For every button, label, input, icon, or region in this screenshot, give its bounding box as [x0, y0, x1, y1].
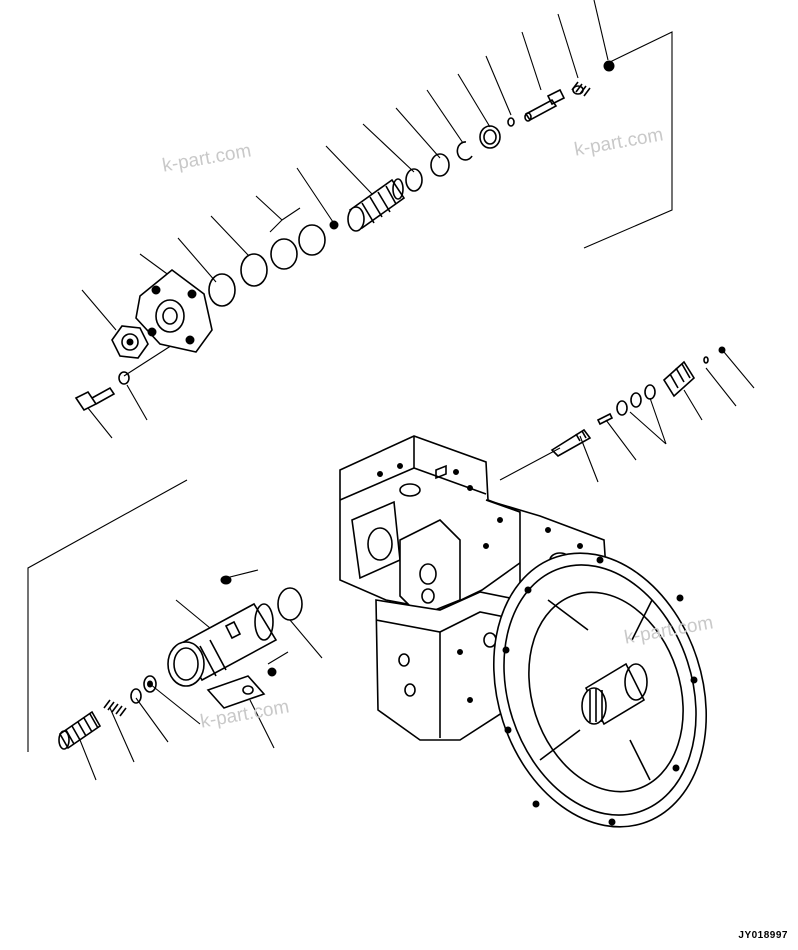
o-ring-medium-part [405, 168, 423, 192]
stopper-plate-part [206, 675, 266, 709]
hex-bolt-part [74, 386, 116, 412]
small-spring-part [571, 81, 591, 97]
plug-part [603, 60, 615, 72]
lower-left-parts [58, 569, 323, 781]
o-ring-pair-part [270, 224, 326, 270]
snap-ring-part [456, 141, 473, 161]
outer-spring-part [58, 710, 102, 750]
o-ring-large-part [240, 253, 268, 287]
right-spool-part [550, 428, 592, 457]
washer-part [118, 371, 130, 385]
sleeve-part [347, 178, 406, 232]
servo-piston-part [167, 602, 278, 687]
lock-nut-part [111, 325, 149, 359]
lower-plug-part [220, 575, 232, 585]
lower-seat-part [143, 675, 157, 693]
leader-lines-upper [81, 0, 609, 439]
cover-flange-part [135, 268, 213, 353]
pin-part [524, 88, 566, 122]
lower-o-ring-part [277, 587, 303, 621]
callout-frame-lower [27, 479, 188, 752]
upper-parts [74, 60, 615, 412]
check-ball-part [329, 220, 339, 230]
right-o-rings-part [616, 384, 656, 416]
right-parts [550, 346, 755, 483]
thick-ring-part [479, 125, 501, 149]
o-ring-cover-part [208, 273, 236, 307]
spline-shaft [581, 662, 648, 726]
o-ring-small-part [430, 153, 450, 177]
ball-part [507, 117, 515, 127]
callout-frame-upper [583, 31, 673, 249]
drawing-number: JY018997 [738, 930, 788, 941]
right-spacer-part [596, 412, 614, 426]
inner-spring-part [103, 699, 127, 717]
right-plug-part [662, 360, 696, 398]
lower-screw-part [267, 667, 277, 677]
right-small-ball-part [703, 346, 726, 364]
lower-washer-part [130, 688, 142, 704]
